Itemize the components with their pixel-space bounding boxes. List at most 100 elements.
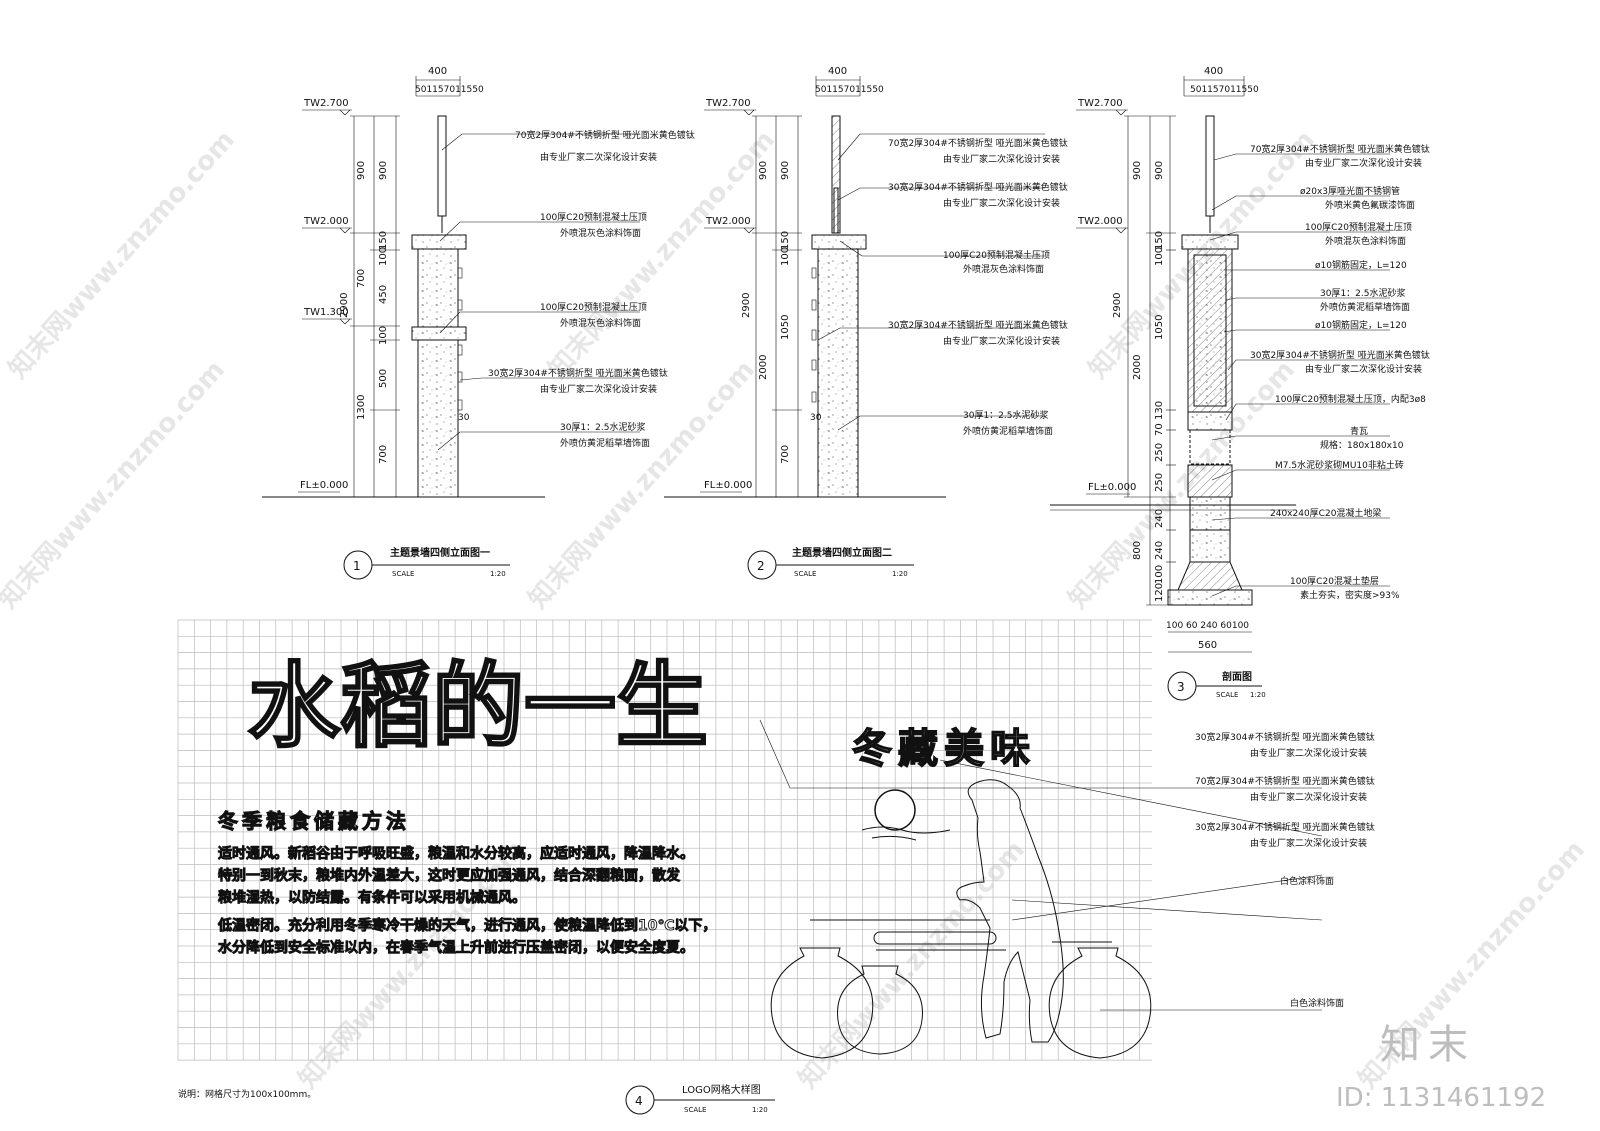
svg-text:30宽2厚304#不锈钢折型 哑光面米黄色镀钛: 30宽2厚304#不锈钢折型 哑光面米黄色镀钛 bbox=[1195, 821, 1375, 833]
jar-shapes bbox=[770, 947, 1152, 1059]
svg-text:1:20: 1:20 bbox=[490, 570, 506, 578]
svg-text:外喷混灰色涂料饰面: 外喷混灰色涂料饰面 bbox=[1325, 235, 1406, 247]
svg-text:30宽2厚304#不锈钢折型 哑光面米黄色镀钛: 30宽2厚304#不锈钢折型 哑光面米黄色镀钛 bbox=[1250, 349, 1430, 361]
svg-text:由专业厂家二次深化设计安装: 由专业厂家二次深化设计安装 bbox=[1250, 837, 1367, 849]
svg-text:1050: 1050 bbox=[780, 315, 791, 340]
svg-text:70宽2厚304#不锈钢折型 哑光面米黄色镀钛: 70宽2厚304#不锈钢折型 哑光面米黄色镀钛 bbox=[888, 137, 1068, 149]
dim-inner: 700 bbox=[378, 445, 389, 464]
svg-text:2: 2 bbox=[757, 559, 765, 573]
svg-text:FL±0.000: FL±0.000 bbox=[704, 480, 752, 491]
svg-text:30宽2厚304#不锈钢折型 哑光面米黄色镀钛: 30宽2厚304#不锈钢折型 哑光面米黄色镀钛 bbox=[1195, 731, 1375, 743]
svg-text:30宽2厚304#不锈钢折型 哑光面米黄色镀钛: 30宽2厚304#不锈钢折型 哑光面米黄色镀钛 bbox=[488, 367, 668, 379]
svg-text:130: 130 bbox=[1154, 401, 1165, 420]
svg-text:30厚1：2.5水泥砂浆: 30厚1：2.5水泥砂浆 bbox=[560, 421, 646, 433]
svg-text:70宽2厚304#不锈钢折型 哑光面米黄色镀钛: 70宽2厚304#不锈钢折型 哑光面米黄色镀钛 bbox=[1250, 143, 1430, 155]
svg-text:2900: 2900 bbox=[741, 293, 752, 318]
svg-text:501157011550: 501157011550 bbox=[1190, 85, 1259, 95]
dim-inner: 500 bbox=[378, 369, 389, 388]
logo-paragraph-line: 适时通风。新稻谷由于呼吸旺盛，粮温和水分较高，应适时通风，降温降水。 bbox=[218, 845, 694, 862]
svg-text:ø10钢筋固定，L=120: ø10钢筋固定，L=120 bbox=[1315, 319, 1407, 331]
svg-text:ø20x3厚哑光面不锈钢管: ø20x3厚哑光面不锈钢管 bbox=[1300, 185, 1400, 197]
svg-text:4: 4 bbox=[635, 1094, 643, 1108]
grid-lines bbox=[177, 619, 1152, 1061]
svg-text:TW2.000: TW2.000 bbox=[1077, 216, 1123, 227]
svg-text:700: 700 bbox=[780, 445, 791, 464]
drawing-title: 主题景墙四侧立面图一 bbox=[390, 546, 490, 559]
svg-text:由专业厂家二次深化设计安装: 由专业厂家二次深化设计安装 bbox=[1250, 791, 1367, 803]
svg-text:100厚C20预制混凝土压顶: 100厚C20预制混凝土压顶 bbox=[540, 301, 647, 313]
svg-text:30宽2厚304#不锈钢折型 哑光面米黄色镀钛: 30宽2厚304#不锈钢折型 哑光面米黄色镀钛 bbox=[888, 181, 1068, 193]
svg-text:1:20: 1:20 bbox=[1250, 691, 1266, 699]
dim-inner: 100 bbox=[378, 247, 389, 266]
logo-paragraph-line: 特别一到秋末，粮堆内外温差大，这时更应加强通风，结合深翻粮面，散发 bbox=[218, 867, 681, 884]
svg-text:3: 3 bbox=[1177, 680, 1185, 694]
svg-text:400: 400 bbox=[1204, 66, 1223, 77]
svg-text:1:20: 1:20 bbox=[892, 570, 908, 578]
svg-text:白色涂料饰面: 白色涂料饰面 bbox=[1290, 997, 1344, 1009]
brand-watermark: 知末 ID: 1131461192 bbox=[1336, 1022, 1546, 1113]
person-silhouette bbox=[956, 779, 1064, 1043]
svg-text:外喷混灰色涂料饰面: 外喷混灰色涂料饰面 bbox=[963, 263, 1044, 275]
svg-text:素土夯实，密实度>93%: 素土夯实，密实度>93% bbox=[1300, 589, 1400, 601]
svg-text:100厚C20预制混凝土压顶: 100厚C20预制混凝土压顶 bbox=[1305, 221, 1412, 233]
level-tw2000: TW2.000 bbox=[303, 216, 349, 227]
svg-text:100厚C20混凝土垫层: 100厚C20混凝土垫层 bbox=[1290, 575, 1379, 587]
elevation-1: 400 501157011550 TW2.700 TW2.000 TW1.300… bbox=[262, 66, 695, 580]
svg-text:150: 150 bbox=[1154, 231, 1165, 250]
svg-text:白色涂料饰面: 白色涂料饰面 bbox=[1280, 875, 1334, 887]
steel-fin-side bbox=[831, 115, 841, 234]
svg-text:120: 120 bbox=[1154, 583, 1165, 602]
svg-text:规格：180x180x10: 规格：180x180x10 bbox=[1320, 439, 1404, 451]
drawing-number: 1 bbox=[353, 559, 361, 573]
steel-fin bbox=[437, 115, 447, 217]
sub-dims: 501157011550 bbox=[415, 85, 484, 95]
coping-top bbox=[411, 234, 467, 250]
steel-strips bbox=[457, 267, 463, 411]
svg-text:TW2.700: TW2.700 bbox=[1077, 98, 1123, 109]
svg-text:由专业厂家二次深化设计安装: 由专业厂家二次深化设计安装 bbox=[540, 383, 657, 395]
watermark-text: 知末网www.znzmo.com bbox=[3, 125, 241, 385]
wall-upper bbox=[417, 248, 459, 328]
svg-text:250: 250 bbox=[1154, 473, 1165, 492]
svg-text:SCALE: SCALE bbox=[684, 1106, 706, 1114]
svg-text:100: 100 bbox=[1154, 247, 1165, 266]
svg-text:30宽2厚304#不锈钢折型 哑光面米黄色镀钛: 30宽2厚304#不锈钢折型 哑光面米黄色镀钛 bbox=[888, 319, 1068, 331]
watermark-text: 知末网www.znzmo.com bbox=[543, 125, 781, 385]
svg-text:由专业厂家二次深化设计安装: 由专业厂家二次深化设计安装 bbox=[1305, 363, 1422, 375]
svg-text:外喷混灰色涂料饰面: 外喷混灰色涂料饰面 bbox=[560, 227, 641, 239]
svg-text:由专业厂家二次深化设计安装: 由专业厂家二次深化设计安装 bbox=[943, 335, 1060, 347]
svg-text:ø10钢筋固定，L=120: ø10钢筋固定，L=120 bbox=[1315, 259, 1407, 271]
logo-main-title: 水稻的一生 bbox=[248, 652, 708, 760]
svg-text:SCALE: SCALE bbox=[392, 570, 414, 578]
svg-text:900: 900 bbox=[1132, 161, 1143, 180]
coping-top bbox=[811, 234, 867, 250]
svg-text:TW2.700: TW2.700 bbox=[705, 98, 751, 109]
dim-outer: 700 bbox=[356, 269, 367, 288]
logo-sub-title: 冬藏美味 bbox=[852, 725, 1036, 772]
svg-text:240: 240 bbox=[1154, 509, 1165, 528]
svg-text:100 60 240 60100: 100 60 240 60100 bbox=[1166, 621, 1249, 631]
svg-text:SCALE: SCALE bbox=[794, 570, 816, 578]
logo-paragraph-line: 水分降低到安全标准以内，在春季气温上升前进行压盖密闭，以便安全度夏。 bbox=[218, 939, 694, 956]
svg-text:560: 560 bbox=[1198, 640, 1217, 651]
section-3: 400 501157011550 TW2.700 TW2.000 FL±0.00… bbox=[1050, 66, 1430, 701]
svg-text:SCALE: SCALE bbox=[1216, 691, 1238, 699]
svg-text:100: 100 bbox=[780, 247, 791, 266]
coping-mid bbox=[411, 326, 467, 341]
svg-text:外喷混灰色涂料饰面: 外喷混灰色涂料饰面 bbox=[560, 317, 641, 329]
elevation-2: 400 501157011550 TW2.700 TW2.000 FL±0.00… bbox=[664, 66, 1068, 580]
svg-text:外喷仿黄泥稻草墙饰面: 外喷仿黄泥稻草墙饰面 bbox=[1320, 301, 1410, 313]
svg-text:100厚C20预制混凝土压顶: 100厚C20预制混凝土压顶 bbox=[540, 211, 647, 223]
svg-text:400: 400 bbox=[828, 66, 847, 77]
svg-text:30厚1：2.5水泥砂浆: 30厚1：2.5水泥砂浆 bbox=[1320, 287, 1406, 299]
svg-text:青瓦: 青瓦 bbox=[1350, 425, 1368, 437]
svg-text:由专业厂家二次深化设计安装: 由专业厂家二次深化设计安装 bbox=[943, 153, 1060, 165]
svg-text:800: 800 bbox=[1132, 541, 1143, 560]
svg-text:由专业厂家二次深化设计安装: 由专业厂家二次深化设计安装 bbox=[943, 197, 1060, 209]
svg-text:30: 30 bbox=[810, 413, 822, 423]
svg-text:主题景墙四侧立面图二: 主题景墙四侧立面图二 bbox=[792, 546, 892, 559]
watermark-text: 知末网www.znzmo.com bbox=[793, 835, 1031, 1095]
svg-text:剖面图: 剖面图 bbox=[1222, 670, 1252, 683]
wall-lower bbox=[417, 339, 459, 498]
svg-text:1:20: 1:20 bbox=[752, 1106, 768, 1114]
